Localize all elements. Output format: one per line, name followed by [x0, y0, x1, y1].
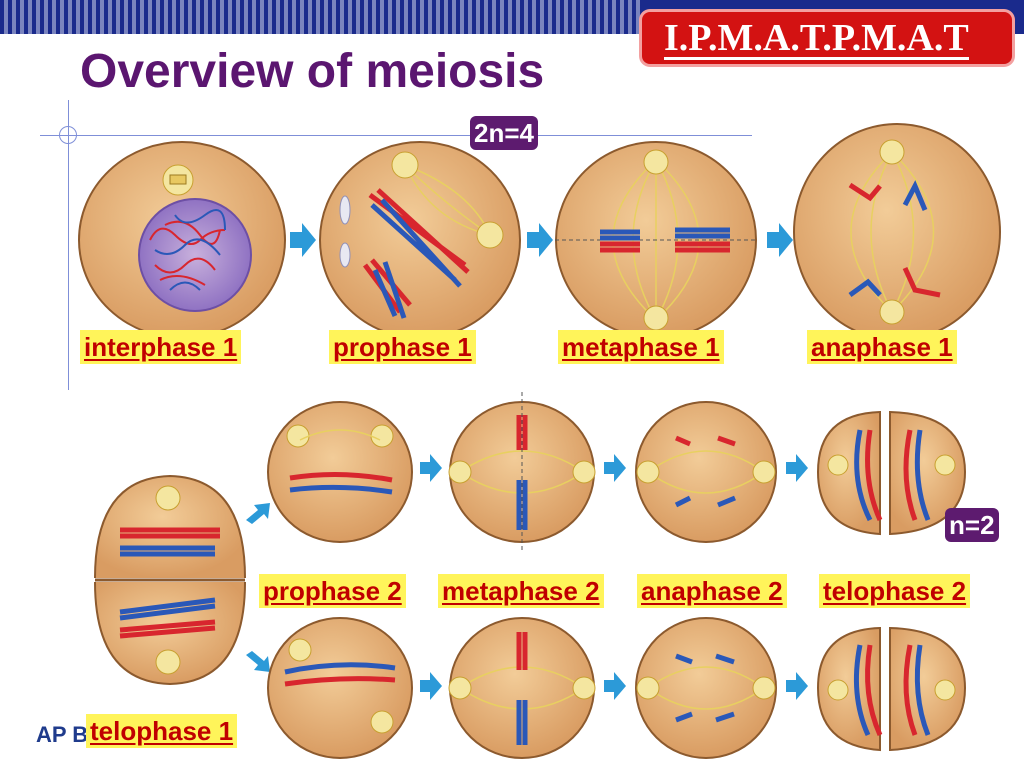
cell-prophase-2-bottom [267, 617, 413, 759]
ploidy-badge-haploid: n=2 [945, 508, 999, 542]
centrosome-icon [162, 164, 194, 196]
label-anaphase-2: anaphase 2 [637, 574, 787, 608]
label-prophase-1: prophase 1 [329, 330, 476, 364]
label-metaphase-1: metaphase 1 [558, 330, 724, 364]
mnemonic-text: I.P.M.A.T.P.M.A.T [664, 17, 969, 60]
cell-telophase-2-bottom [816, 626, 967, 752]
mnemonic-box: I.P.M.A.T.P.M.A.T [642, 12, 1012, 64]
cell-telophase-2-top [816, 410, 967, 536]
label-telophase-1: telophase 1 [86, 714, 238, 748]
arrow-icons-row1 [290, 223, 793, 257]
cell-metaphase-2-top [448, 392, 596, 552]
cell-prophase-2-top [267, 401, 413, 543]
cell-anaphase-2-top [635, 401, 777, 543]
slide-title: Overview of meiosis [80, 45, 545, 98]
label-prophase-2: prophase 2 [259, 574, 406, 608]
label-anaphase-1: anaphase 1 [807, 330, 957, 364]
cell-metaphase-2-bottom [448, 617, 596, 759]
arrow-icons-split [246, 503, 270, 672]
cell-interphase-1 [78, 141, 286, 339]
guide-line-horizontal [40, 135, 752, 136]
banner-stripe [0, 0, 640, 34]
guide-line-vertical [68, 100, 69, 390]
cell-prophase-1 [319, 141, 521, 339]
ploidy-badge-diploid: 2n=4 [470, 116, 538, 150]
footer-text: AP B [36, 722, 89, 747]
crosshair-icon [59, 126, 77, 144]
label-telophase-2: telophase 2 [819, 574, 971, 608]
arrow-icons-row3 [420, 672, 808, 700]
cell-telophase-1 [94, 474, 246, 686]
label-metaphase-2: metaphase 2 [438, 574, 604, 608]
cell-anaphase-1 [793, 123, 1001, 341]
arrow-icons-row2 [420, 454, 808, 482]
label-interphase-1: interphase 1 [80, 330, 242, 364]
cell-anaphase-2-bottom [635, 617, 777, 759]
cell-metaphase-1 [555, 141, 757, 339]
